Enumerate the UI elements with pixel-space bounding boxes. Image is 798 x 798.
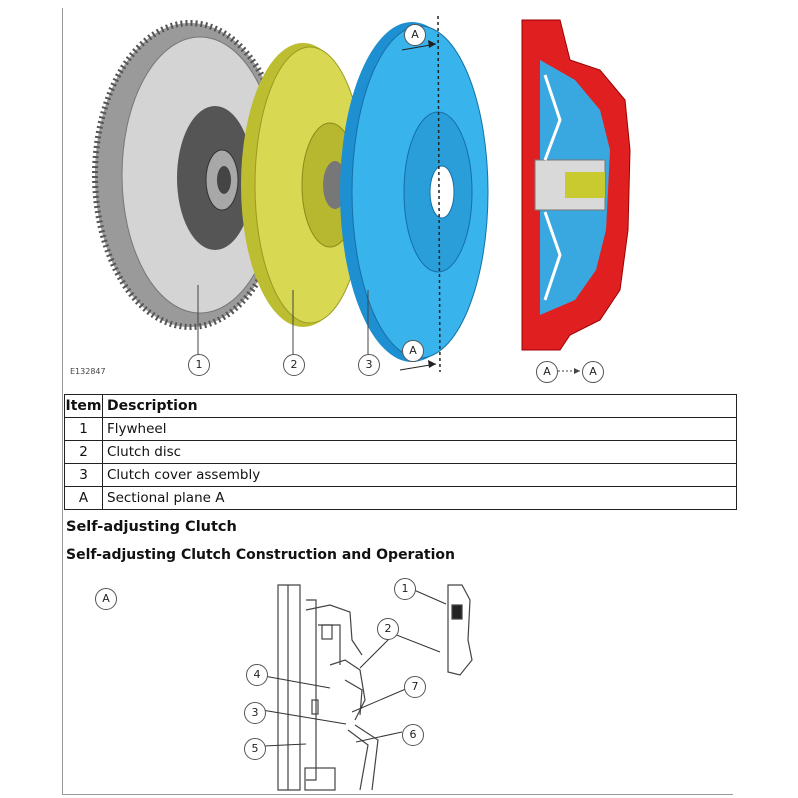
header-description: Description	[102, 394, 737, 418]
section-heading: Self-adjusting Clutch	[66, 519, 237, 535]
item-description-table: Item Description 1 Flywheel 2 Clutch dis…	[64, 394, 737, 510]
row-description: Clutch disc	[102, 440, 737, 464]
diagram-callout-4: 4	[246, 664, 268, 686]
row-description: Flywheel	[102, 417, 737, 441]
section-mark-a-top: A	[404, 24, 426, 46]
table-row: A Sectional plane A	[64, 486, 737, 510]
figure-id-label: E132847	[70, 367, 106, 376]
table-row: 1 Flywheel	[64, 417, 737, 441]
row-item: 1	[64, 417, 103, 441]
sectional-view-drawing	[520, 18, 631, 354]
row-item: 2	[64, 440, 103, 464]
page-frame	[62, 8, 733, 795]
diagram-callout-1: 1	[394, 578, 416, 600]
section-mark-a-left: A	[536, 361, 558, 383]
section-mark-a-right: A	[582, 361, 604, 383]
section-mark-a-bottom: A	[402, 340, 424, 362]
diagram-callout-3: 3	[244, 702, 266, 724]
callout-3: 3	[358, 354, 380, 376]
clutch-cover-drawing	[340, 22, 489, 362]
flywheel-drawing	[92, 20, 288, 330]
row-description: Clutch cover assembly	[102, 463, 737, 487]
callout-1: 1	[188, 354, 210, 376]
subsection-heading: Self-adjusting Clutch Construction and O…	[66, 547, 455, 563]
row-item: 3	[64, 463, 103, 487]
diagram-callout-6: 6	[402, 724, 424, 746]
row-description: Sectional plane A	[102, 486, 737, 510]
diagram-callout-7: 7	[404, 676, 426, 698]
header-item: Item	[64, 394, 103, 418]
table-header-row: Item Description	[64, 394, 737, 418]
row-item: A	[64, 486, 103, 510]
clutch-disc-drawing	[241, 43, 366, 327]
diagram-callout-2: 2	[377, 618, 399, 640]
diagram-callout-5: 5	[244, 738, 266, 760]
callout-2: 2	[283, 354, 305, 376]
clutch-exploded-illustration	[92, 15, 631, 374]
table-row: 2 Clutch disc	[64, 440, 737, 464]
diagram-marker-a: A	[95, 588, 117, 610]
section-plane-line	[437, 15, 441, 373]
table-row: 3 Clutch cover assembly	[64, 463, 737, 487]
